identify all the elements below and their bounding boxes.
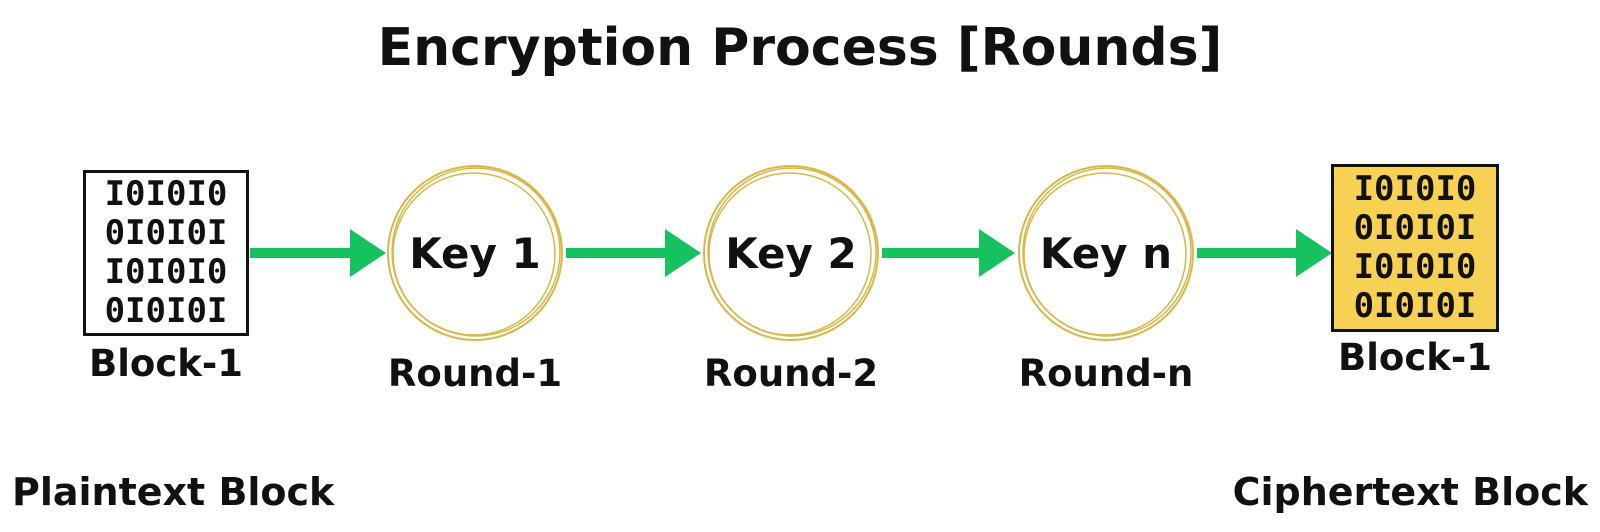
round-n-ring — [1018, 165, 1194, 341]
bit-row: 0I0I0I — [1353, 208, 1477, 248]
arrow-roundn-to-output — [1197, 229, 1332, 277]
round-1-ring — [387, 165, 563, 341]
round-n-label: Round-n — [1018, 352, 1194, 395]
arrow-round2-to-roundn — [882, 229, 1015, 277]
round-2-label: Round-2 — [703, 352, 879, 395]
bit-row: I0I0I0 — [1353, 247, 1477, 287]
bit-row: 0I0I0I — [104, 291, 228, 331]
round-n-key: Key n — [1039, 228, 1173, 278]
input-block-label: Block-1 — [89, 342, 243, 385]
round-1-key: Key 1 — [409, 228, 541, 278]
ciphertext-bit-block: I0I0I0 0I0I0I I0I0I0 0I0I0I — [1331, 164, 1499, 332]
bit-row: I0I0I0 — [104, 252, 228, 292]
plaintext-bit-block: I0I0I0 0I0I0I I0I0I0 0I0I0I — [83, 170, 249, 336]
bit-row: 0I0I0I — [104, 213, 228, 253]
arrow-input-to-round1 — [250, 229, 386, 277]
round-1-label: Round-1 — [387, 352, 563, 395]
diagram-title: Encryption Process [Rounds] — [377, 18, 1223, 78]
round-2-node: Key 2 — [700, 162, 882, 344]
bit-row: I0I0I0 — [104, 174, 228, 214]
arrow-round1-to-round2 — [566, 229, 701, 277]
ciphertext-block-caption: Ciphertext Block — [1232, 470, 1588, 514]
bit-row: 0I0I0I — [1353, 286, 1477, 326]
round-1-node: Key 1 — [384, 162, 566, 344]
round-2-ring — [703, 165, 879, 341]
plaintext-block-caption: Plaintext Block — [12, 470, 335, 514]
round-2-key: Key 2 — [725, 228, 857, 278]
bit-row: I0I0I0 — [1353, 169, 1477, 209]
output-block-label: Block-1 — [1338, 336, 1492, 379]
round-n-node: Key n — [1015, 162, 1197, 344]
